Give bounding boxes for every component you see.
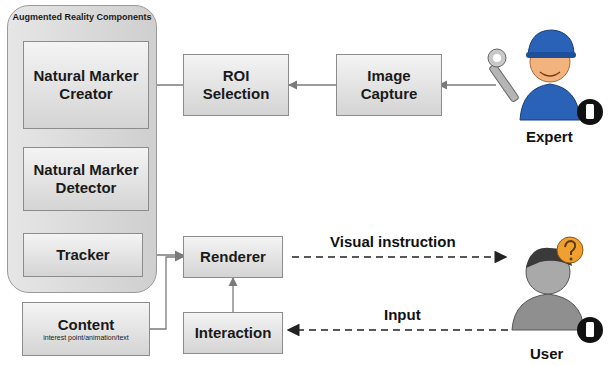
- box-title: Tracker: [52, 246, 113, 264]
- flow-connector: [289, 84, 336, 85]
- process-box: ROI Selection: [183, 54, 289, 116]
- process-box: Renderer: [183, 236, 283, 278]
- process-box: Image Capture: [336, 54, 442, 116]
- actor-label: User: [530, 345, 563, 362]
- box-title: Renderer: [196, 248, 270, 266]
- user-icon: [512, 237, 603, 343]
- flow-label: Input: [384, 306, 421, 323]
- box-title: Interaction: [191, 324, 276, 342]
- box-subtitle: interest point/animation/text: [39, 334, 133, 342]
- flow-connector: [232, 278, 233, 312]
- box-title: ROI Selection: [184, 67, 288, 103]
- process-box: Natural Marker Creator: [23, 41, 149, 129]
- process-box: Natural Marker Detector: [23, 147, 149, 211]
- process-box: Interaction: [183, 312, 283, 354]
- box-title: Image Capture: [337, 67, 441, 103]
- instruction-arrow: [292, 256, 506, 258]
- box-title: Natural Marker Detector: [24, 161, 148, 197]
- flow-label: Visual instruction: [330, 233, 456, 250]
- group-heading: Augmented Reality Components: [8, 6, 155, 22]
- input-arrow: [288, 329, 508, 331]
- box-title: Natural Marker Creator: [24, 67, 148, 103]
- actor-label: Expert: [526, 128, 573, 145]
- box-title: Content: [54, 316, 119, 334]
- content-box: Contentinterest point/animation/text: [22, 302, 150, 356]
- capture-arrow: [439, 84, 496, 85]
- component-group: Augmented Reality ComponentsNatural Mark…: [7, 5, 157, 293]
- process-box: Tracker: [23, 233, 143, 277]
- expert-icon: [488, 30, 603, 125]
